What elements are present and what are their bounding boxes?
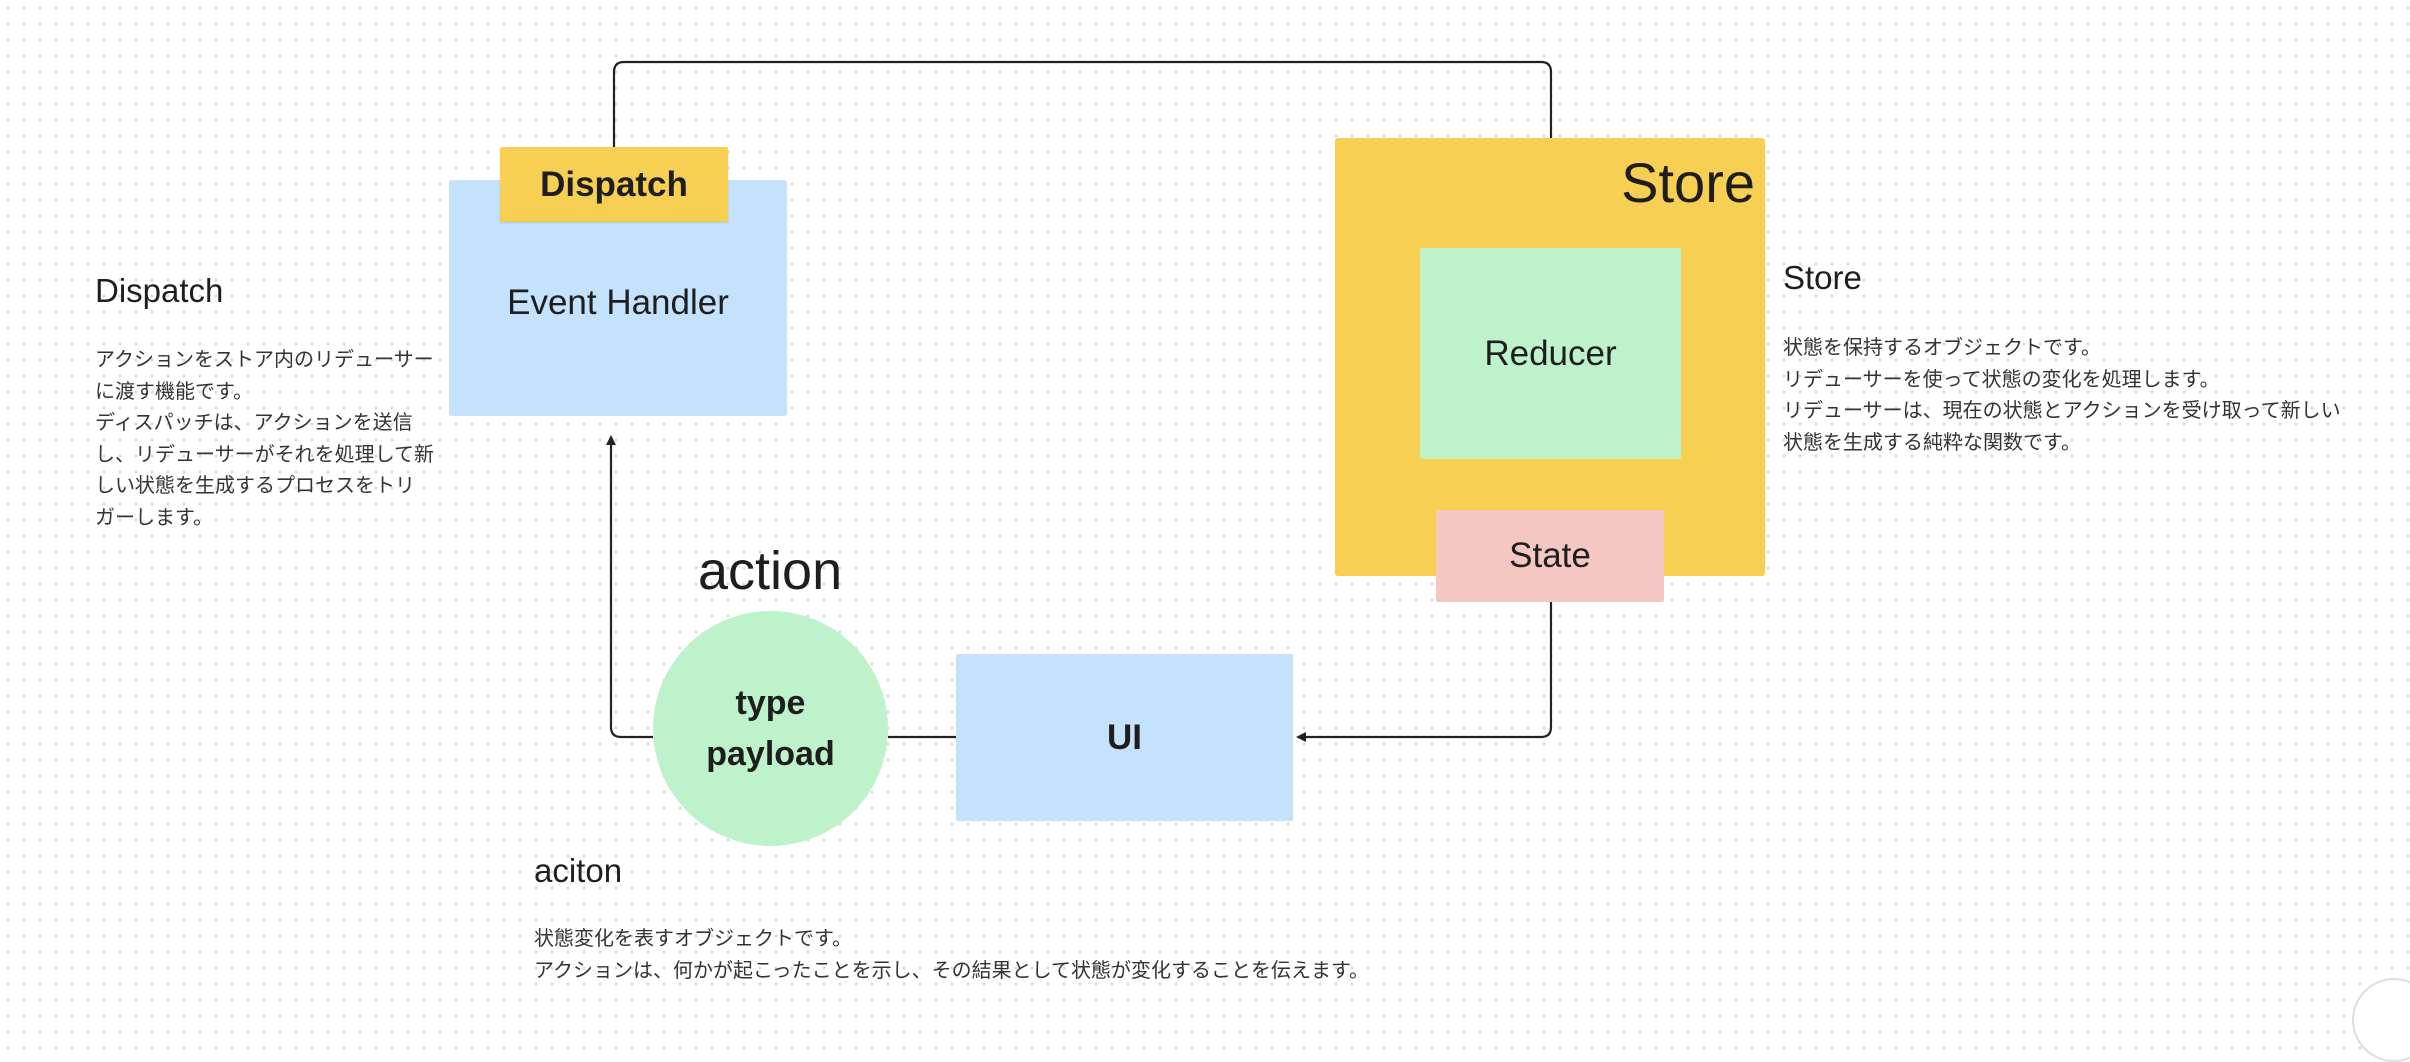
store-note-line: 状態を保持するオブジェクトです。: [1783, 335, 2101, 359]
event-handler-label: Event Handler: [507, 283, 729, 322]
dispatch-note-line: アクションをストア内のリデューサー: [95, 347, 434, 371]
dispatch-note-line: に渡す機能です。: [95, 378, 253, 403]
store-title: Store: [1621, 151, 1755, 214]
corner-circle: [2352, 978, 2410, 1062]
reducer-box[interactable]: Reducer: [1420, 248, 1681, 459]
action-note-line: 状態変化を表すオブジェクトです。: [534, 926, 852, 950]
state-box[interactable]: State: [1436, 510, 1664, 602]
action-title: action: [698, 541, 843, 601]
store-note-line: リデューサーを使って状態の変化を処理します。: [1783, 366, 2220, 391]
store-note-line: 状態を生成する純粋な関数です。: [1783, 429, 2081, 454]
store-note-title: Store: [1783, 259, 1862, 296]
action-payload-label: payload: [706, 734, 835, 773]
dispatch-note-line: ディスパッチは、アクションを送信: [95, 410, 413, 434]
store-note-line: リデューサーは、現在の状態とアクションを受け取って新しい: [1783, 398, 2341, 422]
state-label: State: [1509, 536, 1591, 575]
reducer-label: Reducer: [1484, 333, 1617, 373]
store-note-body: 状態を保持するオブジェクトです。 リデューサーを使って状態の変化を処理します。 …: [1783, 332, 2341, 458]
action-circle[interactable]: type payload: [653, 611, 888, 846]
dispatch-note-title: Dispatch: [95, 272, 224, 309]
action-note-title: aciton: [534, 852, 623, 889]
dispatch-box[interactable]: Dispatch: [500, 147, 728, 222]
dispatch-note-line: しい状態を生成するプロセスをトリ: [95, 473, 415, 497]
dispatch-note-line: ガーします。: [95, 504, 213, 529]
dispatch-note-body: アクションをストア内のリデューサー に渡す機能です。 ディスパッチは、アクション…: [95, 344, 434, 533]
dispatch-label: Dispatch: [540, 164, 688, 204]
action-note-line: アクションは、何かが起こったことを示し、その結果として状態が変化することを伝えま…: [534, 957, 1369, 982]
dispatch-note-line: し、リデューサーがそれを処理して新: [95, 441, 434, 466]
action-note-body: 状態変化を表すオブジェクトです。 アクションは、何かが起こったことを示し、その結…: [534, 923, 1369, 986]
ui-label: UI: [1107, 717, 1142, 757]
connector-state-to-ui: [1296, 602, 1553, 742]
connector-action-to-event-handler: [606, 435, 653, 739]
action-type-label: type: [735, 683, 806, 722]
ui-box[interactable]: UI: [956, 654, 1293, 821]
